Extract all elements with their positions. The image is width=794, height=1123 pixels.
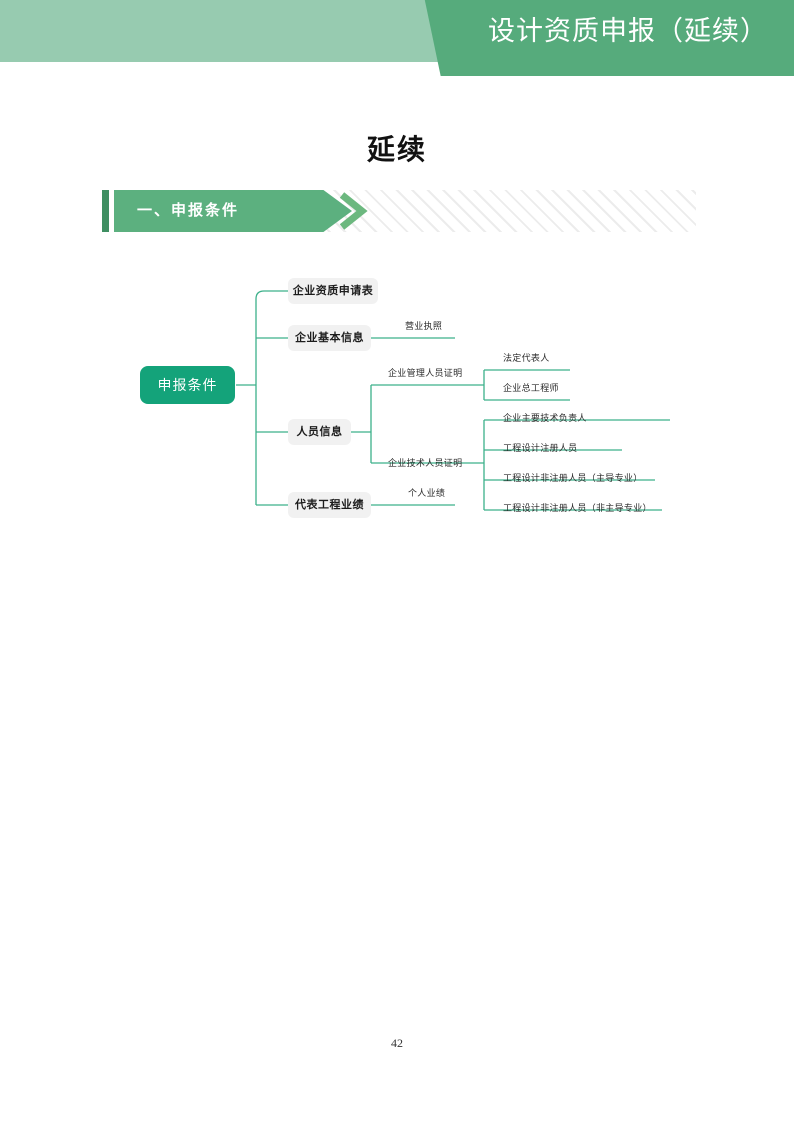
mindmap-node-label: 工程设计非注册人员（非主导专业） [503,503,652,513]
section-header-bar: 一、申报条件 [102,190,696,232]
mindmap-node-representative-projects[interactable]: 代表工程业绩 [288,492,371,518]
mindmap-diagram: 申报条件 企业资质申请表 企业基本信息 人员信息 代表工程业绩 营业执照 企业管… [0,262,794,552]
mindmap-node-registered-design-personnel[interactable]: 工程设计注册人员 [503,442,577,455]
mindmap-node-technical-personnel-cert[interactable]: 企业技术人员证明 [388,457,462,470]
page-number: 42 [391,1036,403,1050]
section-label-block [114,190,352,232]
mindmap-node-label: 工程设计注册人员 [503,443,578,453]
mindmap-node-personal-performance[interactable]: 个人业绩 [408,487,445,500]
section-hatch-pattern [317,190,696,232]
header-dark-band [424,0,794,76]
mindmap-node-unregistered-non-primary[interactable]: 工程设计非注册人员（非主导专业） [503,502,652,515]
chevron-right-icon [338,190,372,232]
mindmap-node-label: 工程设计非注册人员（主导专业） [503,473,643,483]
page-header: 设计资质申报（延续） [0,0,794,80]
mindmap-node-label: 企业基本信息 [295,332,364,344]
mindmap-node-unregistered-primary[interactable]: 工程设计非注册人员（主导专业） [503,472,643,485]
mindmap-root-node[interactable]: 申报条件 [140,366,235,404]
mindmap-node-enterprise-qualification-form[interactable]: 企业资质申请表 [288,278,378,304]
mindmap-node-management-personnel-cert[interactable]: 企业管理人员证明 [388,367,462,380]
mindmap-connectors [236,290,670,511]
section-accent-tick [102,190,109,232]
mindmap-node-label: 代表工程业绩 [295,499,364,511]
mindmap-node-personnel-info[interactable]: 人员信息 [288,419,351,445]
mindmap-node-chief-engineer[interactable]: 企业总工程师 [503,382,559,395]
mindmap-node-label: 营业执照 [405,321,443,331]
mindmap-node-legal-representative[interactable]: 法定代表人 [503,352,550,365]
mindmap-node-business-license[interactable]: 营业执照 [405,320,442,333]
mindmap-node-enterprise-basic-info[interactable]: 企业基本信息 [288,325,371,351]
header-title: 设计资质申报（延续） [488,16,768,46]
mindmap-node-label: 企业技术人员证明 [388,458,463,468]
mindmap-node-chief-technical-officer[interactable]: 企业主要技术负责人 [503,412,587,425]
mindmap-node-label: 人员信息 [296,426,343,438]
mindmap-node-label: 企业主要技术负责人 [503,413,587,423]
section-label: 一、申报条件 [137,202,240,219]
mindmap-node-label: 企业管理人员证明 [388,368,463,378]
mindmap-node-label: 法定代表人 [503,353,550,363]
mindmap-node-label: 个人业绩 [408,488,446,498]
page-title: 延续 [366,135,427,166]
mindmap-node-label: 企业总工程师 [503,383,559,393]
mindmap-root-label: 申报条件 [157,377,218,393]
mindmap-node-label: 企业资质申请表 [292,285,374,297]
